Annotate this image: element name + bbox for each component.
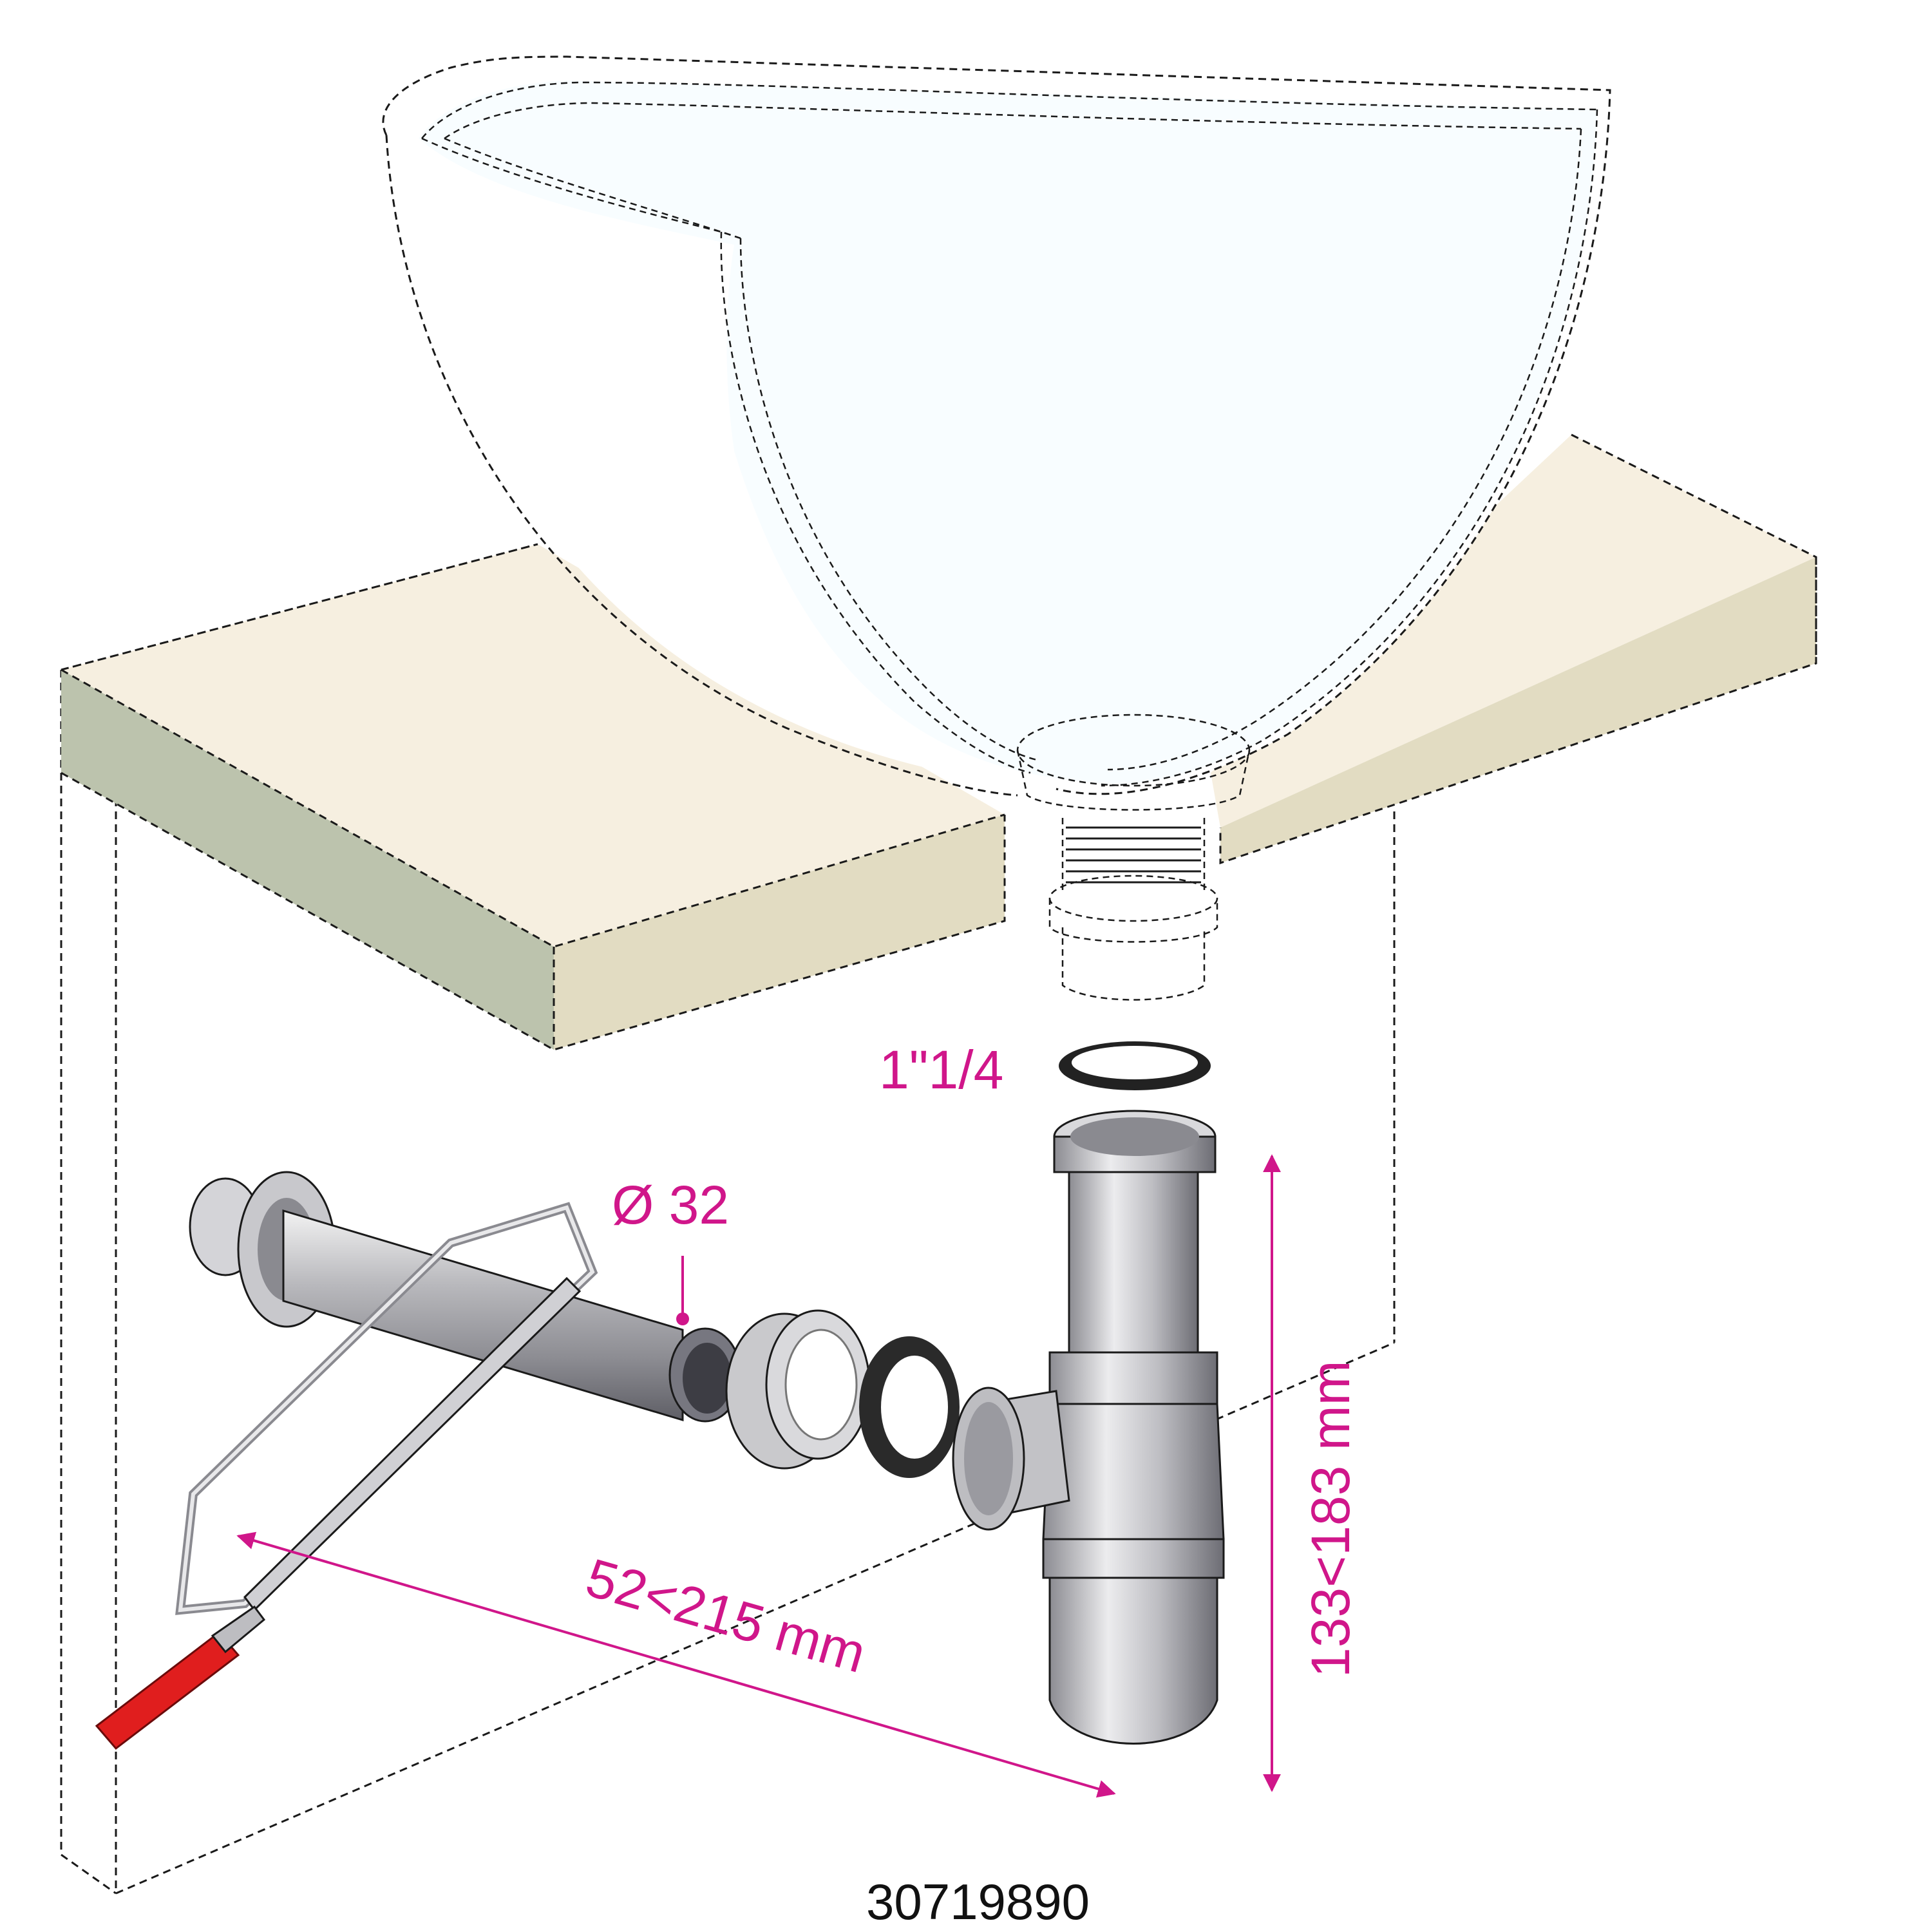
countertop-front-far-right: [1220, 557, 1816, 863]
countertop: [61, 433, 1817, 1051]
drain-plug-icon: [1016, 714, 1251, 1001]
bottle-trap-icon: [952, 1110, 1225, 1745]
vertical-range-label: 133<183 mm: [1300, 1360, 1361, 1678]
vertical-dimension: 133<183 mm: [1263, 1154, 1361, 1792]
wall-pipe-icon: [189, 1171, 742, 1423]
vessel-basin-icon: [382, 55, 1611, 797]
horizontal-range-label: 52<215 mm: [580, 1547, 873, 1684]
drain-plug-threads: [1066, 826, 1201, 884]
pipe-diameter-callout: Ø 32: [612, 1175, 729, 1325]
countertop-front-right: [554, 815, 1005, 1050]
countertop-top-surface-right: [1211, 435, 1816, 828]
horizontal-dimension: 52<215 mm: [236, 1531, 1116, 1798]
pipe-diameter-label: Ø 32: [612, 1175, 729, 1235]
countertop-front-left: [61, 670, 554, 1050]
rubber-seal-icon: [859, 1336, 960, 1478]
washer-ring-icon: [1059, 1041, 1211, 1090]
compression-nut-icon: [725, 1309, 871, 1470]
countertop-top-surface: [61, 544, 1005, 947]
product-code: 30719890: [866, 1873, 1090, 1930]
thread-size-label: 1"1/4: [879, 1039, 1003, 1100]
